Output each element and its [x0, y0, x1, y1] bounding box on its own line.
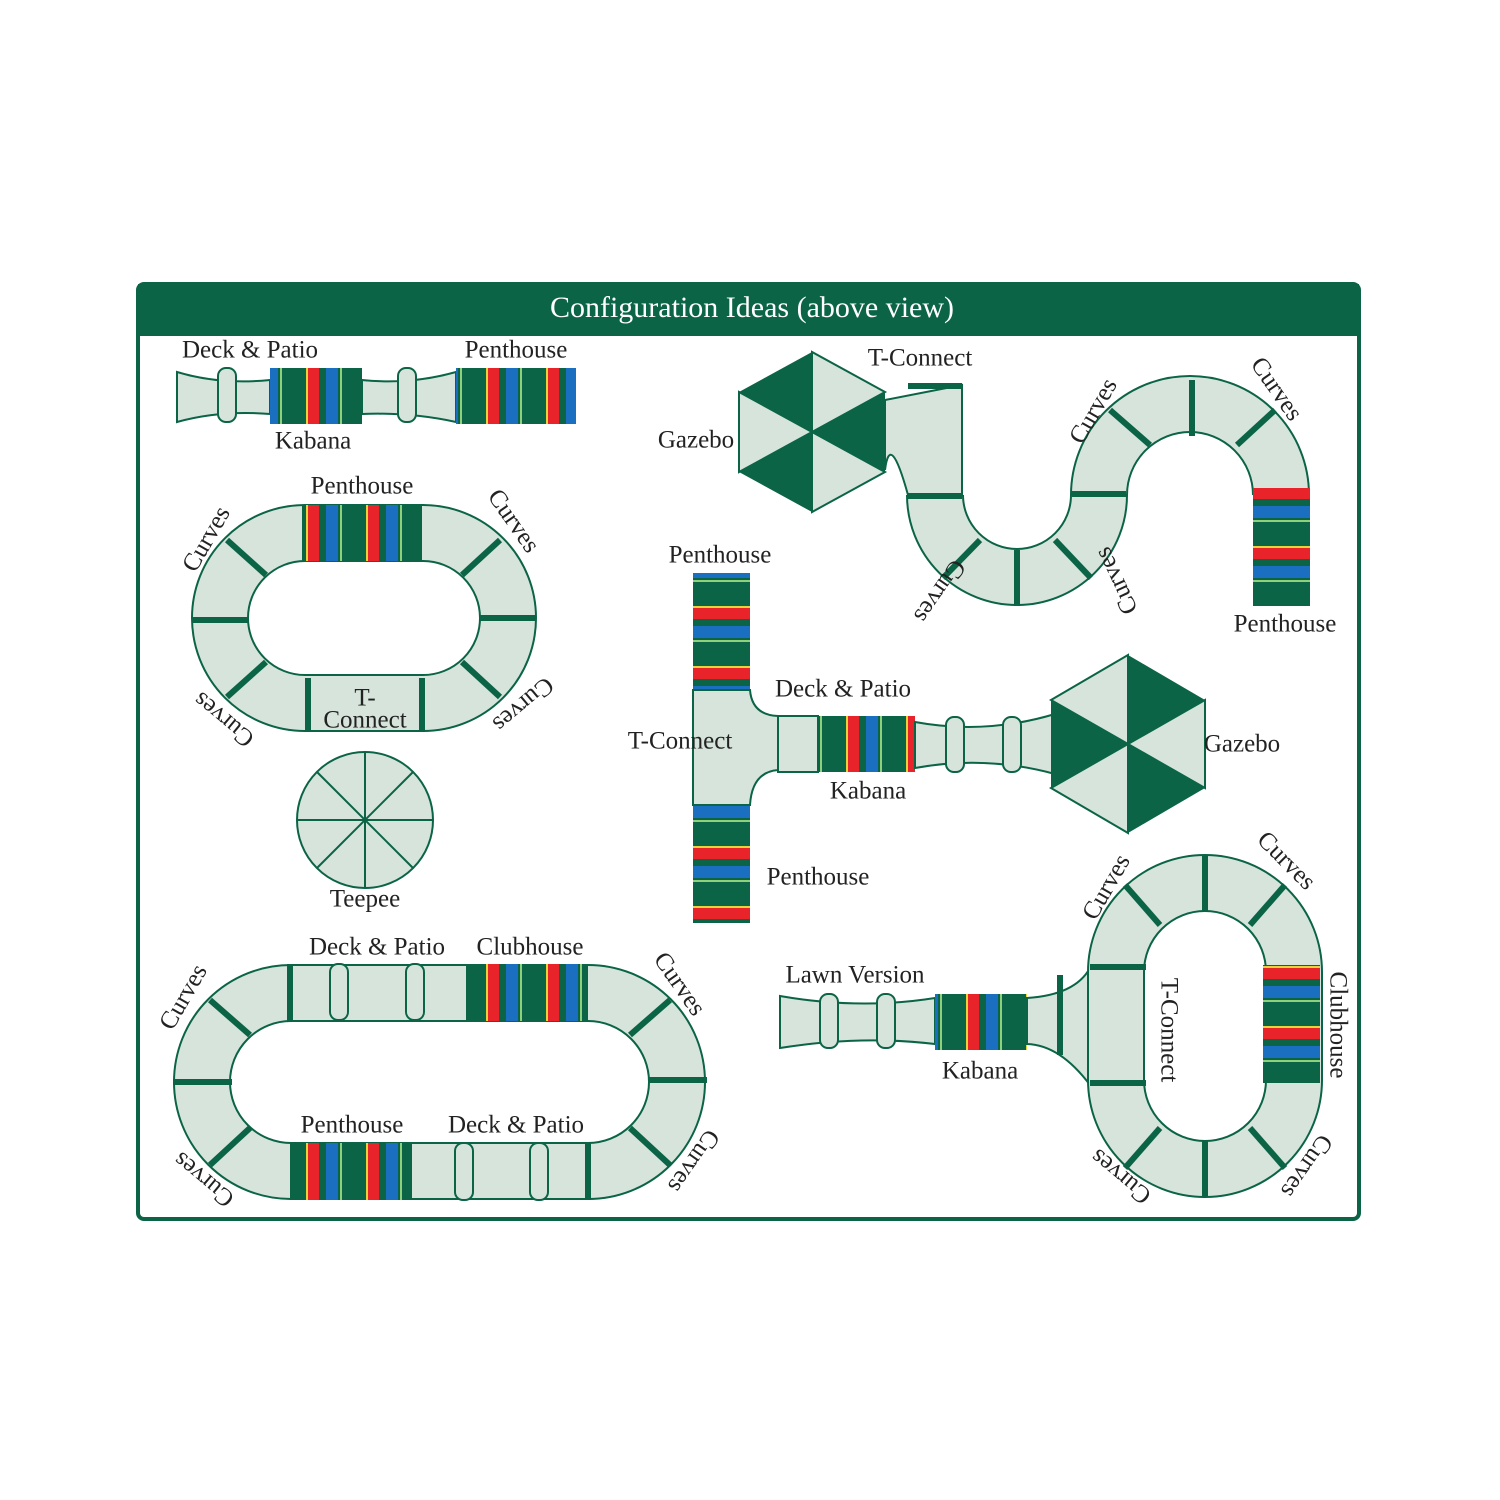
label-deck-patio: Deck & Patio	[448, 1112, 584, 1139]
penthouse-module	[1253, 488, 1310, 606]
diagram-title: Configuration Ideas (above view)	[550, 291, 954, 324]
label-lawn-version: Lawn Version	[785, 962, 925, 989]
label-deck-patio: Deck & Patio	[309, 934, 445, 961]
label-t-connect: Connect	[323, 707, 406, 734]
label-kabana: Kabana	[830, 778, 906, 805]
label-penthouse: Penthouse	[311, 473, 414, 500]
kabana-module	[270, 368, 362, 424]
penthouse-module	[693, 573, 750, 691]
gazebo-module	[1049, 653, 1206, 835]
label-gazebo: Gazebo	[1204, 731, 1280, 758]
config-straight: Deck & Patio Penthouse Kabana	[176, 337, 576, 455]
label-penthouse: Penthouse	[767, 864, 870, 891]
config-oval-teepee: Penthouse Curves Curves Curves Curves T-…	[177, 473, 559, 913]
label-deck-patio: Deck & Patio	[775, 676, 911, 703]
label-penthouse: Penthouse	[465, 337, 568, 364]
label-teepee: Teepee	[330, 886, 400, 913]
label-penthouse: Penthouse	[1234, 611, 1337, 638]
label-kabana: Kabana	[942, 1058, 1018, 1085]
label-kabana: Kabana	[275, 428, 351, 455]
clubhouse-module	[1263, 965, 1320, 1083]
header-band	[138, 284, 1359, 336]
kabana-module	[935, 994, 1027, 1050]
gazebo-module	[738, 350, 888, 514]
clubhouse-module	[466, 964, 588, 1021]
label-t-connect: T-Connect	[1155, 978, 1182, 1083]
penthouse-module	[693, 805, 750, 923]
config-t-gazebo: Penthouse T-Connect Deck & Patio Kabana …	[628, 542, 1280, 923]
label-deck-patio: Deck & Patio	[182, 337, 318, 364]
penthouse-module	[456, 368, 576, 424]
label-clubhouse: Clubhouse	[477, 934, 584, 961]
label-clubhouse: Clubhouse	[1324, 972, 1351, 1079]
label-penthouse: Penthouse	[669, 542, 772, 569]
label-gazebo: Gazebo	[658, 427, 734, 454]
penthouse-module	[290, 1143, 412, 1200]
label-penthouse: Penthouse	[301, 1112, 404, 1139]
kabana-module	[818, 716, 915, 772]
config-lawn-version: Lawn Version Kabana T-Connect Clubhouse …	[779, 826, 1351, 1209]
label-t-connect: T-Connect	[868, 345, 973, 372]
config-s-curve: Gazebo T-Connect Curves Curves Curves Cu…	[658, 345, 1337, 638]
penthouse-module	[302, 505, 422, 561]
label-t-connect: T-Connect	[628, 728, 733, 755]
label-t-connect: T-	[354, 685, 375, 712]
